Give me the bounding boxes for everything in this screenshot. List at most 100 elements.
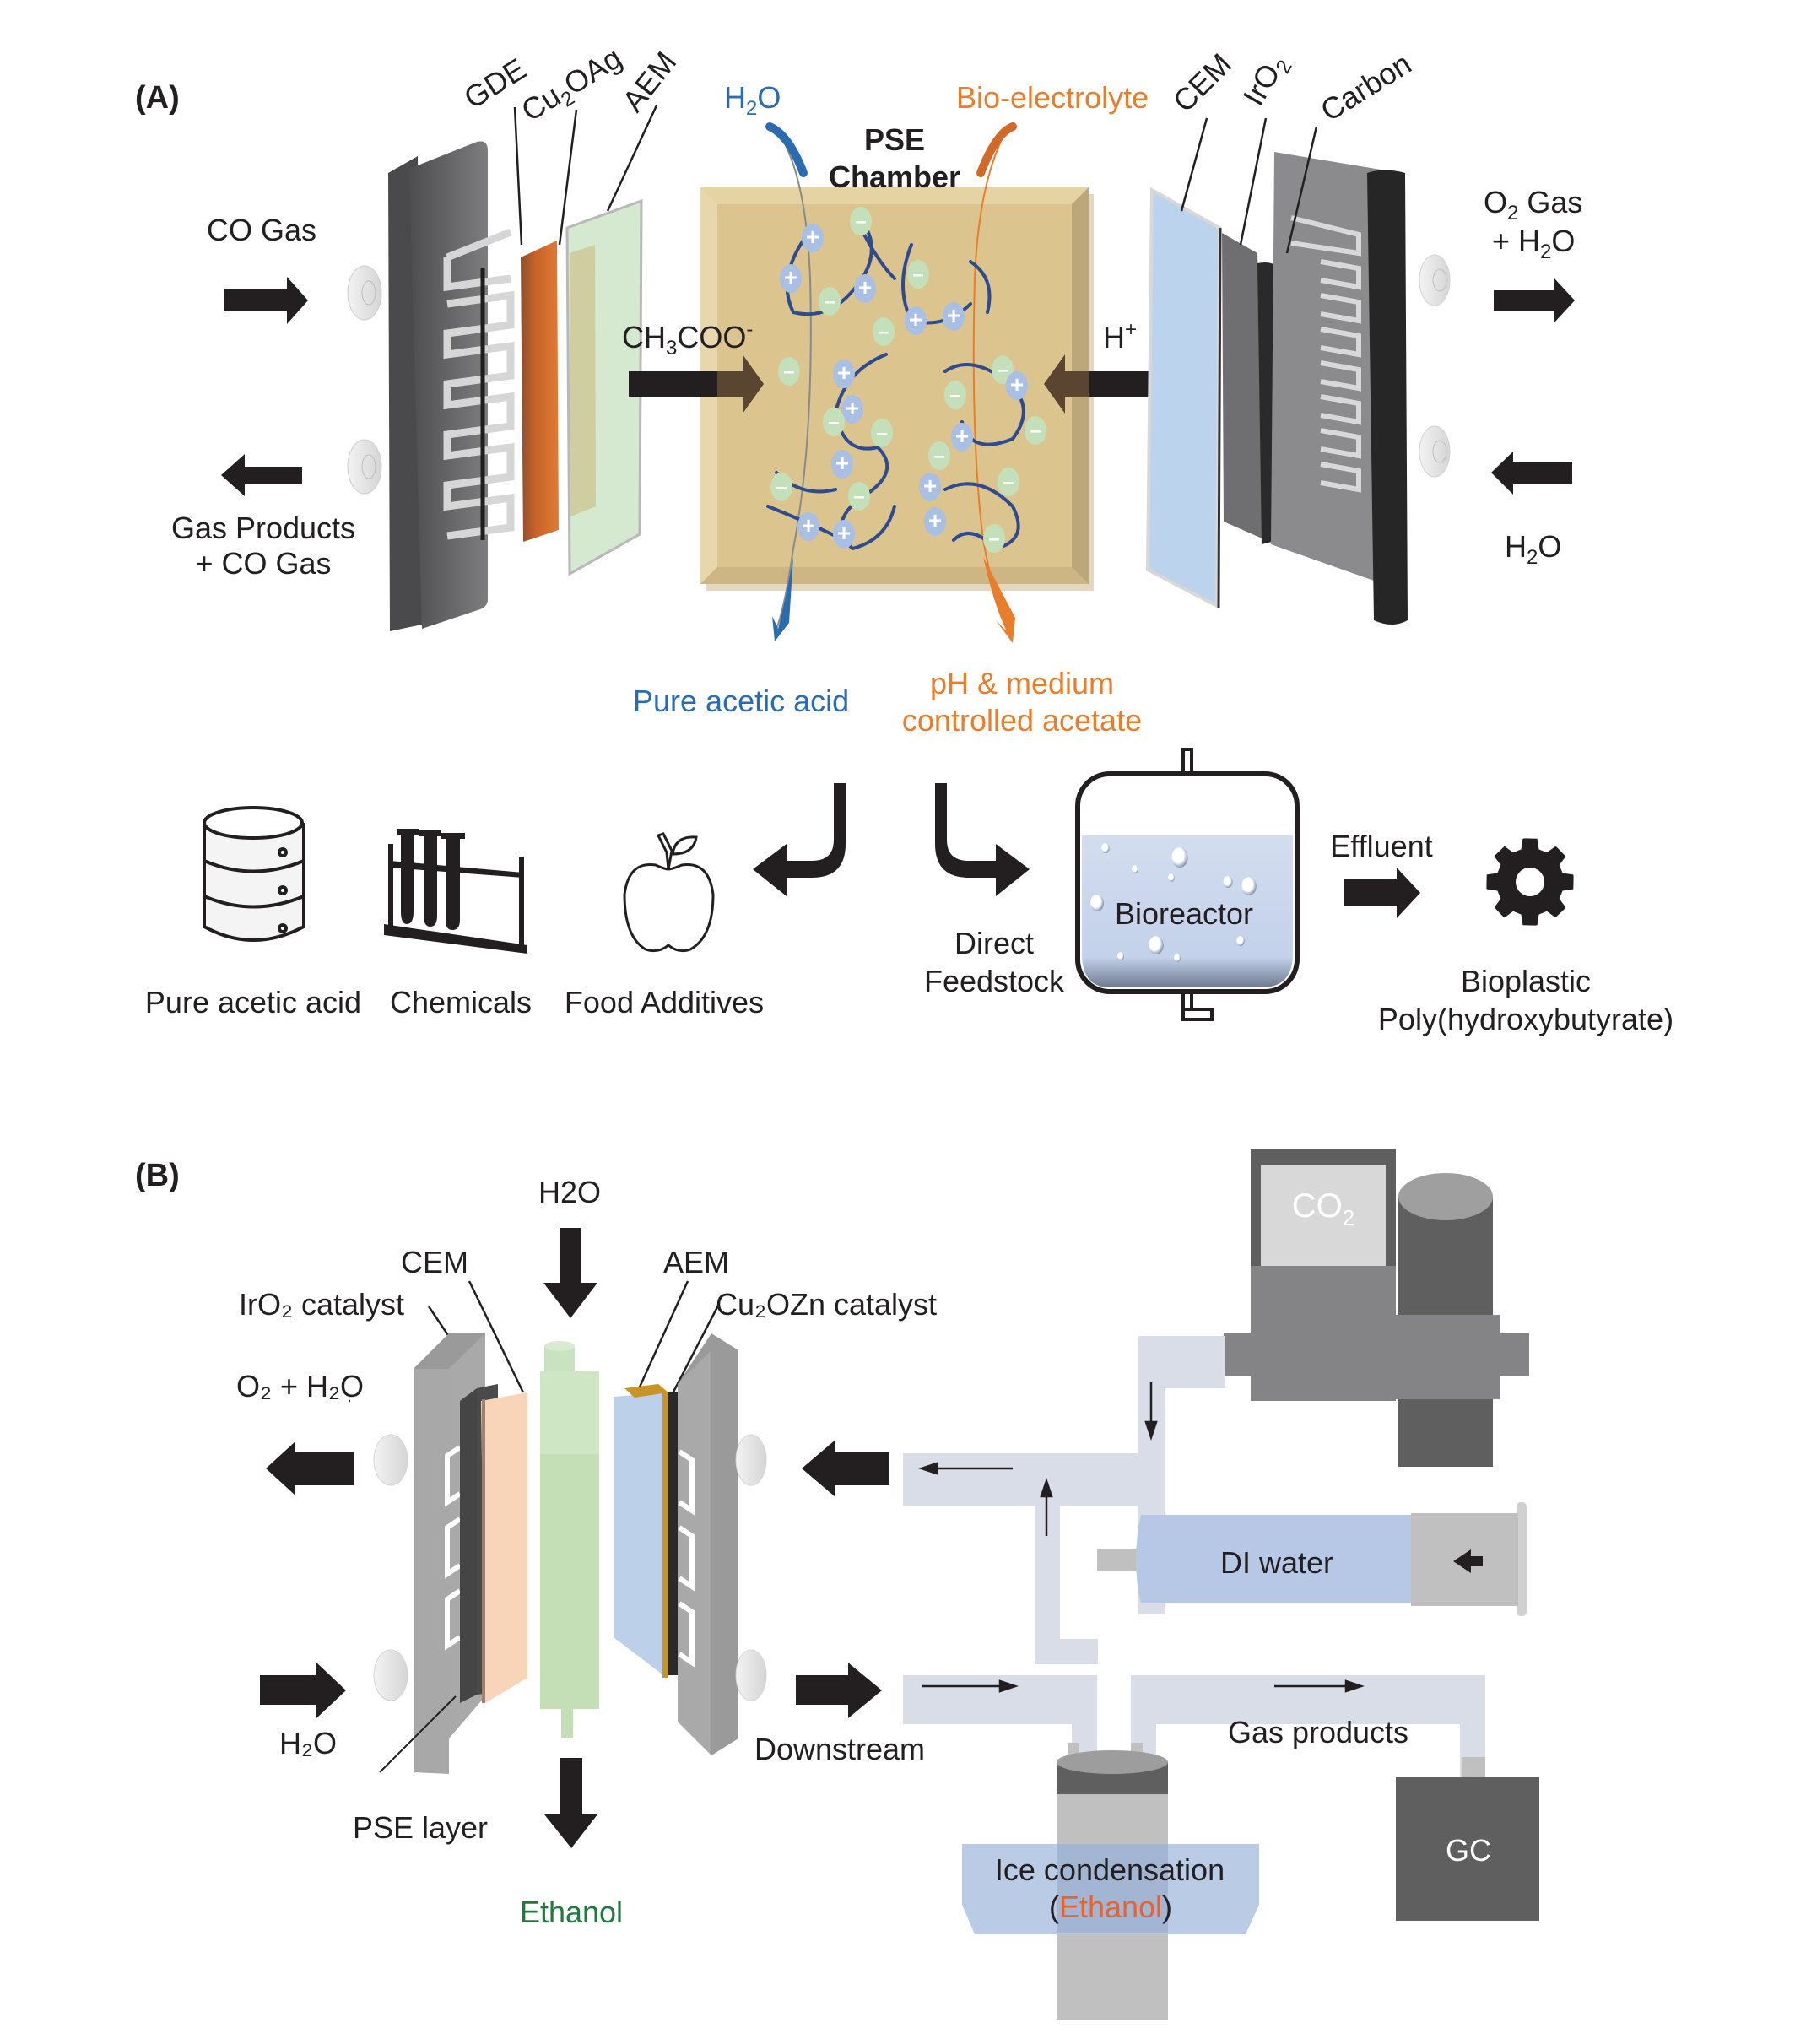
minus-sign-icon: –	[912, 263, 923, 286]
effluent-arrow	[1344, 868, 1420, 918]
left-layer-callouts: GDE Cu2OAg AEM	[458, 40, 683, 246]
anion-bead	[871, 419, 893, 447]
cu2oag-layer	[521, 241, 559, 542]
anion-bead	[850, 207, 872, 235]
aem-label: AEM	[615, 45, 683, 118]
product-label-chemicals: Chemicals	[390, 985, 532, 1019]
plus-sign-icon: +	[909, 306, 922, 333]
to-products-arrow	[753, 783, 846, 896]
co-gas-in-arrow	[224, 277, 308, 324]
ion-beads: +–++––++––+–+––+––++––+–+++––	[770, 207, 1046, 553]
flow-arrows-small	[918, 1382, 1365, 1693]
minus-sign-icon: –	[828, 411, 839, 434]
cation-bead	[905, 306, 927, 335]
bubble	[1174, 954, 1181, 962]
acetate-flux-arrow-head	[717, 354, 764, 414]
product-label-pure-acetic-acid: Pure acetic acid	[145, 985, 361, 1019]
o2-out-arrow	[1494, 278, 1575, 322]
bubble	[1132, 865, 1138, 873]
iro2-layer	[1222, 233, 1266, 540]
bubble	[1117, 952, 1124, 960]
left-fitting-bottom	[347, 439, 382, 495]
pse-layer-callout	[379, 1695, 457, 1773]
ph-medium-label: pH & medium	[930, 666, 1114, 700]
feed-in-arrow	[802, 1440, 889, 1497]
minus-sign-icon: –	[876, 422, 887, 445]
minus-sign-icon: –	[824, 290, 835, 313]
bubble	[1236, 936, 1245, 946]
downstream-label: Downstream	[754, 1732, 925, 1766]
pse-label: PSE	[864, 122, 925, 157]
cem-membrane	[1145, 187, 1222, 609]
bioplastic-label: Bioplastic	[1461, 964, 1591, 998]
plunger-arrow-icon	[1453, 1549, 1483, 1573]
gc-instrument	[1396, 1777, 1539, 1921]
anion-bead	[1025, 416, 1046, 445]
cation-bead	[943, 302, 965, 331]
minus-sign-icon: –	[855, 210, 866, 233]
cu2ozn-layer	[662, 1392, 668, 1678]
anion-bead	[907, 260, 929, 289]
minus-sign-icon: –	[776, 476, 787, 499]
effluent-label: Effluent	[1330, 829, 1432, 863]
water-inlet-stream	[765, 122, 808, 177]
o2-water-out-arrow	[266, 1441, 354, 1495]
bioreactor-bubbles	[1090, 843, 1257, 962]
panel-a-label: (A)	[135, 80, 180, 116]
feedstock-label: Feedstock	[924, 964, 1065, 998]
anion-bead	[928, 441, 950, 470]
right-end-plate-side	[1367, 170, 1408, 625]
anion-bead	[848, 482, 870, 511]
aem-b-label: AEM	[663, 1245, 729, 1279]
pure-acetic-acid-outlet-label: Pure acetic acid	[633, 684, 849, 718]
cation-bead	[841, 395, 863, 424]
panel-b-fittings	[373, 1434, 767, 1701]
cu2ozn-backing	[668, 1392, 678, 1675]
panel-b-right-plate	[678, 1333, 738, 1755]
bio-electrolyte-inlet-stream	[976, 122, 1017, 177]
gas-products-label: Gas Products	[171, 511, 355, 545]
di-water-syringe	[1097, 1502, 1527, 1616]
pse-layer	[540, 1341, 599, 1738]
phb-label: Poly(hydroxybutyrate)	[1378, 1002, 1673, 1036]
plus-sign-icon: +	[955, 423, 969, 449]
cation-bead	[854, 274, 876, 303]
gas-products-out-arrow	[221, 454, 302, 496]
right-cell	[1145, 152, 1451, 625]
water-in-label: H2O	[1505, 529, 1561, 569]
anion-bead	[944, 381, 966, 409]
plus-sign-icon: +	[846, 395, 859, 421]
iro2-label: IrO2	[1235, 48, 1296, 114]
bioreactor-label: Bioreactor	[1115, 896, 1253, 931]
proton-flux-arrow-body	[1089, 371, 1166, 397]
apple-icon	[623, 832, 715, 953]
cem-b-label: CEM	[401, 1245, 468, 1279]
cu2oag-label: Cu2OAg	[516, 40, 630, 132]
minus-sign-icon: –	[933, 445, 944, 468]
anion-bead	[983, 524, 1005, 553]
gc-connector	[1462, 1757, 1485, 1779]
controlled-acetate-label: controlled acetate	[902, 703, 1142, 738]
cem-b-membrane	[481, 1392, 527, 1703]
left-water-in-label: H₂O	[279, 1726, 337, 1760]
anion-bead	[823, 408, 845, 436]
minus-sign-icon: –	[1003, 471, 1014, 494]
cem-edge	[1217, 227, 1222, 608]
anion-bead	[992, 355, 1014, 384]
minus-sign-icon: –	[783, 360, 794, 383]
anion-bead	[819, 287, 841, 316]
top-water-label: H2O	[538, 1175, 601, 1209]
plus-sign-icon: +	[928, 507, 942, 533]
iro2-catalyst-label: IrO₂ catalyst	[239, 1287, 404, 1322]
pure-acetic-outlet-arrow	[772, 557, 793, 641]
ice-condensation-label: Ice condensation	[995, 1852, 1225, 1887]
left-water-in-arrow	[260, 1663, 346, 1718]
cem-label: CEM	[1166, 46, 1239, 119]
o2-gas-label: O2 Gas	[1484, 185, 1582, 224]
minus-sign-icon: –	[997, 359, 1008, 381]
gc-label: GC	[1446, 1833, 1491, 1868]
aem-shadow	[570, 245, 596, 516]
bubble	[1101, 843, 1110, 853]
direct-label: Direct	[954, 926, 1034, 960]
